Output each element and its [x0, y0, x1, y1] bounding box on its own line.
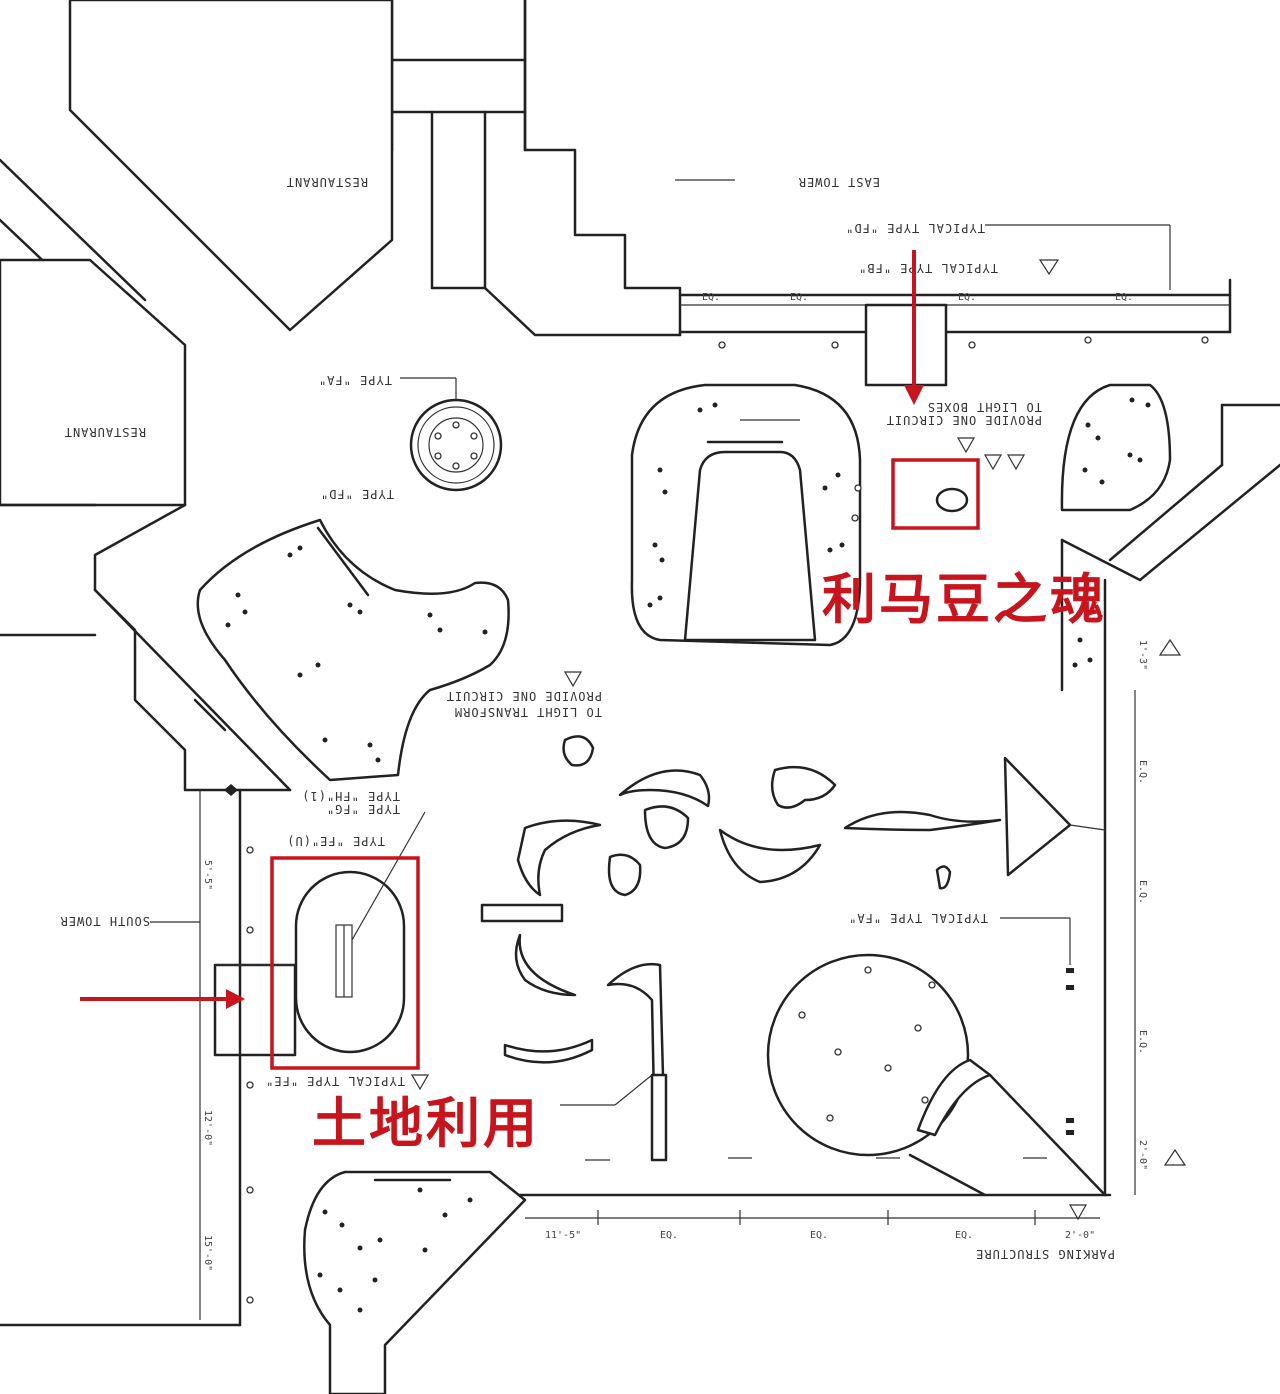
- dim-south-1: 11'-5": [545, 1230, 581, 1241]
- south-wall: 11'-5" EQ. EQ. EQ. 2'-0" PARKING STRUCTU…: [503, 1157, 1115, 1261]
- provide-circuit-4: TO LIGHT TRANSFORM: [454, 705, 602, 719]
- dim-east-20: 2'-0": [1137, 1140, 1148, 1170]
- restaurant-top-building: RESTAURANT: [68, 0, 394, 332]
- dim-eq-east-3: E.Q.: [1137, 1030, 1148, 1054]
- type-fh-label: TYPE "FH"(1): [301, 789, 400, 803]
- dim-label-3: EQ.: [958, 292, 976, 303]
- restaurant-left-label: RESTAURANT: [64, 425, 146, 439]
- east-tower-label: EAST TOWER: [798, 175, 880, 189]
- west-stepped-building: [0, 503, 292, 792]
- dim-south-4: EQ.: [955, 1230, 973, 1241]
- callout-label-right: 利马豆之魂: [822, 568, 1107, 631]
- dim-eq-east-1: E.Q.: [1137, 760, 1148, 784]
- north-wall: EQ. EQ. EQ. EQ. TYPICAL TYPE "FD" TYPICA…: [678, 221, 1232, 387]
- callout-group-right: 利马豆之魂: [822, 250, 1107, 631]
- dim-label-4: EQ.: [1115, 292, 1133, 303]
- dim-label-2: EQ.: [790, 292, 808, 303]
- parking-structure-label: PARKING STRUCTURE: [975, 1247, 1115, 1261]
- restaurant-left-building: RESTAURANT: [0, 258, 187, 507]
- typical-type-fd-label: TYPICAL TYPE "FD": [845, 221, 985, 235]
- type-fa-label: TYPE "FA": [318, 373, 392, 387]
- bean-planter: PROVIDE ONE CIRCUIT TO LIGHT TRANSFORM: [196, 518, 602, 782]
- south-planter: [303, 1170, 527, 1394]
- type-fd-label: TYPE "FD": [320, 487, 394, 501]
- east-stepped-building: EAST TOWER: [483, 0, 880, 337]
- dim-west-150: 15'-0": [202, 1235, 213, 1271]
- provide-circuit-2: TO LIGHT BOXES: [927, 400, 1042, 414]
- bean-planter-shrubs: [225, 545, 488, 763]
- west-dimension-column: SOUTH TOWER 5'-5" 12'-0" 15'-0": [0, 784, 297, 1327]
- dim-east-13: 1'-3": [1137, 640, 1148, 670]
- typical-type-fa-label: TYPICAL TYPE "FA": [848, 911, 988, 925]
- east-planter-strip: [1072, 637, 1093, 668]
- large-round-fountain: TYPICAL TYPE "FA": [766, 911, 1107, 1197]
- east-walkway: E.Q. E.Q. E.Q. 2'-0" 1'-3": [1060, 403, 1280, 1197]
- dim-eq-east-2: E.Q.: [1137, 880, 1148, 904]
- east-curved-planter: [1060, 383, 1172, 512]
- provide-circuit-3: PROVIDE ONE CIRCUIT: [446, 689, 602, 703]
- callout-group-left: 土地利用: [80, 856, 540, 1155]
- typical-type-fe-label: TYPICAL TYPE "FE": [265, 1074, 405, 1088]
- u-planter-shrubs: [647, 402, 845, 608]
- oval-fountain: TYPE "FE"(U) TYPE "FG" TYPE "FH"(1) TYPI…: [215, 789, 430, 1091]
- callout-label-left: 土地利用: [312, 1092, 540, 1155]
- u-planter: [630, 383, 862, 647]
- dim-south-2: EQ.: [660, 1230, 678, 1241]
- provide-circuit-1: PROVIDE ONE CIRCUIT: [886, 413, 1042, 427]
- dim-west-120: 12'-0": [202, 1110, 213, 1146]
- plaza-sculptures: [480, 735, 1106, 1162]
- dim-south-3: EQ.: [810, 1230, 828, 1241]
- type-fe-u-label: TYPE "FE"(U): [286, 834, 385, 848]
- dim-label-1: EQ.: [702, 292, 720, 303]
- round-fountain: TYPE "FA" TYPE "FD": [318, 373, 503, 501]
- restaurant-top-label: RESTAURANT: [286, 175, 368, 189]
- type-fg-label: TYPE "FG": [326, 802, 400, 816]
- south-tower-label: SOUTH TOWER: [60, 914, 150, 928]
- typical-type-fb-label: TYPICAL TYPE "FB": [858, 261, 998, 275]
- dim-south-5: 2'-0": [1065, 1230, 1095, 1241]
- north-corridor: [390, 0, 527, 290]
- light-box: PROVIDE ONE CIRCUIT TO LIGHT BOXES: [851, 400, 1042, 522]
- dim-west-55: 5'-5": [202, 860, 213, 890]
